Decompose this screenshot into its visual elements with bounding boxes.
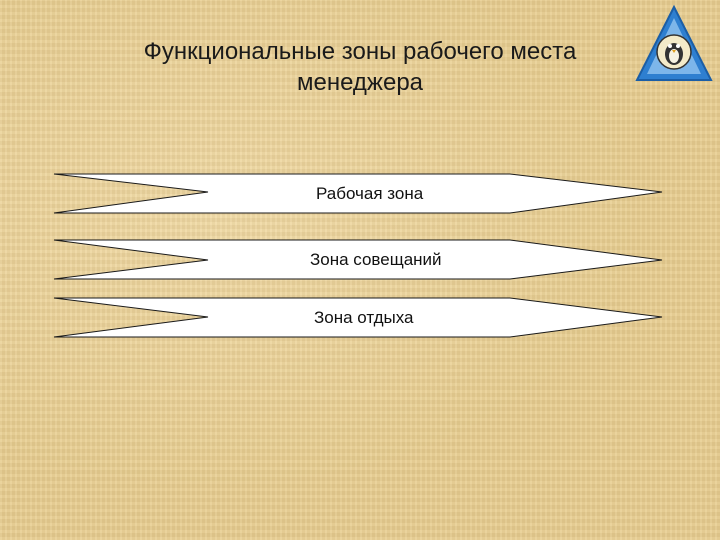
title-line-1: Функциональные зоны рабочего места [143, 38, 577, 65]
zone-label: Зона совещаний [310, 250, 442, 269]
slide-title: Функциональные зоны рабочего места менед… [80, 36, 640, 98]
zone-label: Рабочая зона [316, 184, 424, 203]
zone-arrow-shape [53, 239, 663, 280]
zone-arrow-shape [53, 173, 663, 214]
triangle-emblem-logo-icon [634, 4, 714, 84]
zone-arrow-rest: Зона отдыха [50, 296, 666, 340]
title-line-2: менеджера [296, 69, 424, 96]
zone-label: Зона отдыха [314, 308, 414, 327]
zone-arrow-meetings: Зона совещаний [50, 238, 666, 282]
zone-arrow-shape [53, 297, 663, 338]
zone-arrow-work: Рабочая зона [50, 172, 666, 216]
